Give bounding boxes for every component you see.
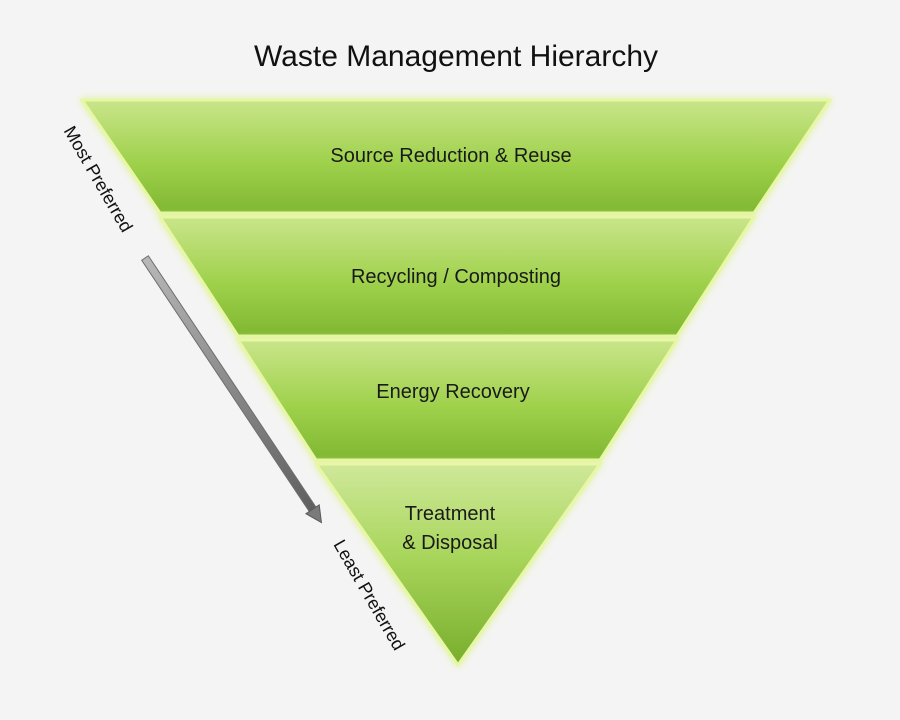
tier-treatment-disposal: Treatment & Disposal (313, 462, 603, 668)
preference-arrow (140, 255, 323, 524)
tier-shape (157, 215, 757, 338)
diagram-title: Waste Management Hierarchy (254, 40, 658, 73)
tier-recycling: Recycling / Composting (157, 215, 757, 338)
tier-source-reduction: Source Reduction & Reuse (79, 98, 833, 215)
tier-shape (79, 98, 833, 215)
tier-label: Energy Recovery (376, 381, 529, 403)
tier-label-line-2: & Disposal (402, 532, 498, 554)
tier-label: Source Reduction & Reuse (330, 145, 571, 167)
tier-shape (235, 338, 680, 462)
tier-energy-recovery: Energy Recovery (235, 338, 680, 462)
arrow-head (304, 503, 323, 524)
tier-label-line-1: Treatment (405, 503, 496, 525)
tier-shape (313, 462, 603, 668)
tier-label: Recycling / Composting (351, 266, 561, 288)
